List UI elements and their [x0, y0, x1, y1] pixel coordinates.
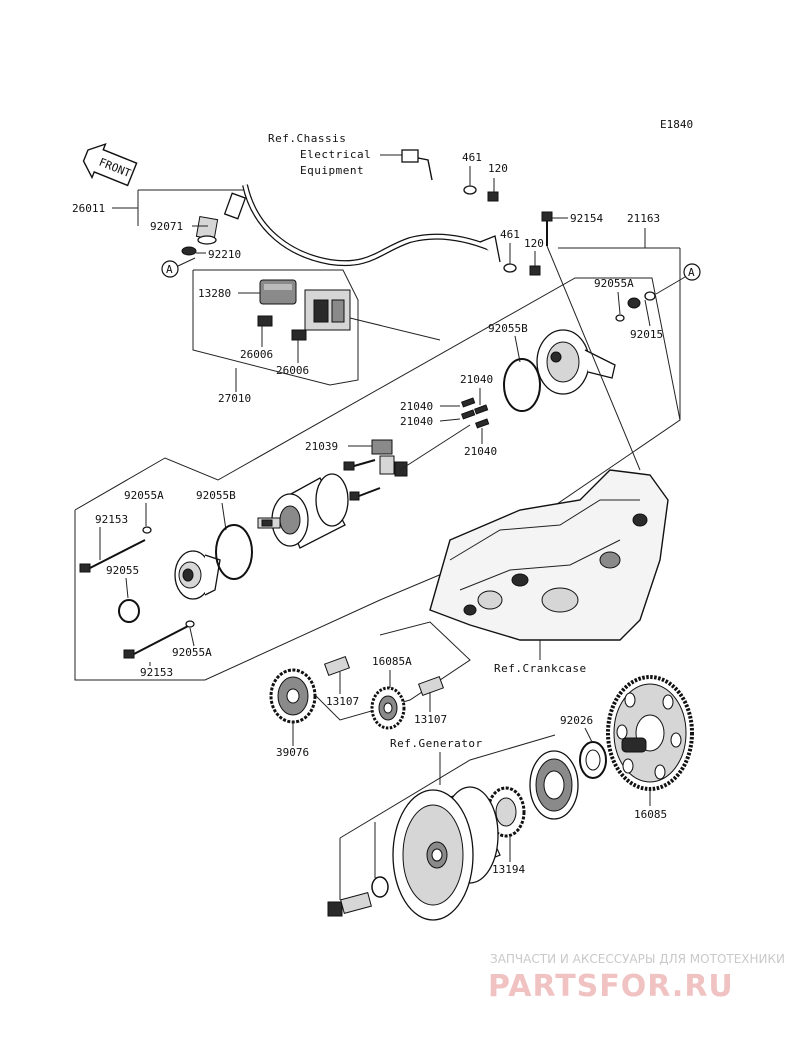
- ref-chassis-line3: Equipment: [300, 164, 364, 177]
- label-39076: 39076: [276, 746, 309, 759]
- label-92055A-bottom: 92055A: [172, 646, 212, 659]
- starter-cable: [223, 149, 501, 267]
- label-21163: 21163: [627, 212, 660, 225]
- flywheel-rotor: [392, 786, 501, 921]
- watermark-tagline: ЗАПЧАСТИ И АКСЕССУАРЫ ДЛЯ МОТОТЕХНИКИ: [490, 952, 785, 966]
- label-92055B-top: 92055B: [488, 322, 528, 335]
- gear-16085: [606, 675, 694, 791]
- ref-generator: Ref.Generator: [390, 737, 483, 750]
- nut-92210: [181, 246, 197, 256]
- label-13107-a: 13107: [326, 695, 359, 708]
- label-92055A-top: 92055A: [594, 277, 634, 290]
- label-92153-top: 92153: [95, 513, 128, 526]
- starter-motor: [257, 473, 349, 549]
- label-13194: 13194: [492, 863, 525, 876]
- label-461-a: 461: [462, 151, 482, 164]
- label-92210: 92210: [208, 248, 241, 261]
- label-92026: 92026: [560, 714, 593, 727]
- oring-92055B-left: [215, 524, 253, 580]
- label-16085: 16085: [634, 808, 667, 821]
- brush-holder-21039: [371, 424, 471, 477]
- label-21040-b: 21040: [400, 400, 433, 413]
- fuse-26006-b: [291, 329, 307, 341]
- washer-461-a: [463, 185, 477, 195]
- label-92015: 92015: [630, 328, 663, 341]
- nut-92015-a: [627, 297, 641, 309]
- ref-chassis-line1: Ref.Chassis: [268, 132, 346, 145]
- gear-16085A: [370, 686, 406, 730]
- label-16085A: 16085A: [372, 655, 412, 668]
- label-26006-b: 26006: [276, 364, 309, 377]
- label-92071: 92071: [150, 220, 183, 233]
- label-26011: 26011: [72, 202, 105, 215]
- screw-b: [349, 487, 381, 501]
- label-27010: 27010: [218, 392, 251, 405]
- label-13107-b: 13107: [414, 713, 447, 726]
- bolt-92153-top: [79, 539, 146, 573]
- oring-92055: [118, 599, 140, 623]
- label-92055A-left: 92055A: [124, 489, 164, 502]
- label-92055B-left: 92055B: [196, 489, 236, 502]
- starter-relay: [304, 289, 351, 331]
- label-120-b: 120: [524, 237, 544, 250]
- clutch-housing: [529, 750, 579, 820]
- flywheel-bolt: [327, 892, 372, 917]
- callout-a-right-text: A: [688, 266, 695, 279]
- callout-a-left-text: A: [166, 263, 173, 276]
- callout-a-right: A: [655, 263, 701, 295]
- label-461-b: 461: [500, 228, 520, 241]
- watermark-brand: PARTSFOR.RU: [488, 969, 734, 1004]
- oring-92055A-left: [142, 526, 152, 534]
- bolt-120-b: [529, 265, 541, 276]
- label-26006-a: 26006: [240, 348, 273, 361]
- oring-92055B-top: [503, 358, 541, 412]
- connector-92071: [195, 216, 219, 245]
- label-92153-bottom: 92153: [140, 666, 173, 679]
- crankcase: [429, 469, 669, 641]
- starter-front-cover: [174, 550, 221, 600]
- bolt-92154: [541, 211, 553, 246]
- relay-13280: [259, 279, 297, 305]
- label-21040-d: 21040: [464, 445, 497, 458]
- gear-39076: [269, 668, 317, 724]
- label-13280: 13280: [198, 287, 231, 300]
- label-120-a: 120: [488, 162, 508, 175]
- label-21039: 21039: [305, 440, 338, 453]
- bolt-120-a: [487, 191, 499, 202]
- bolt-92153-bottom: [123, 623, 193, 659]
- shaft-13107-a: [323, 655, 351, 677]
- label-21040-c: 21040: [400, 415, 433, 428]
- washer-461-b: [503, 263, 517, 273]
- fuse-26006-a: [257, 315, 273, 327]
- label-92055: 92055: [106, 564, 139, 577]
- brush-set: [461, 397, 490, 429]
- screw-a: [343, 459, 376, 471]
- ref-chassis-line2: Electrical: [300, 148, 371, 161]
- washer-lower: [371, 876, 389, 898]
- diagram-code: E1840: [660, 118, 693, 131]
- label-92154: 92154: [570, 212, 603, 225]
- label-21040-a: 21040: [460, 373, 493, 386]
- washer-92015: [644, 291, 656, 301]
- oring-92055A-top: [615, 314, 625, 322]
- shaft-13107-b: [417, 675, 445, 697]
- front-arrow-icon: FRONT: [82, 142, 138, 187]
- ref-crankcase: Ref.Crankcase: [494, 662, 587, 675]
- callout-a-left: A: [161, 257, 196, 278]
- oring-92055A-bottom: [185, 620, 195, 628]
- starter-rear-cover: [536, 329, 616, 395]
